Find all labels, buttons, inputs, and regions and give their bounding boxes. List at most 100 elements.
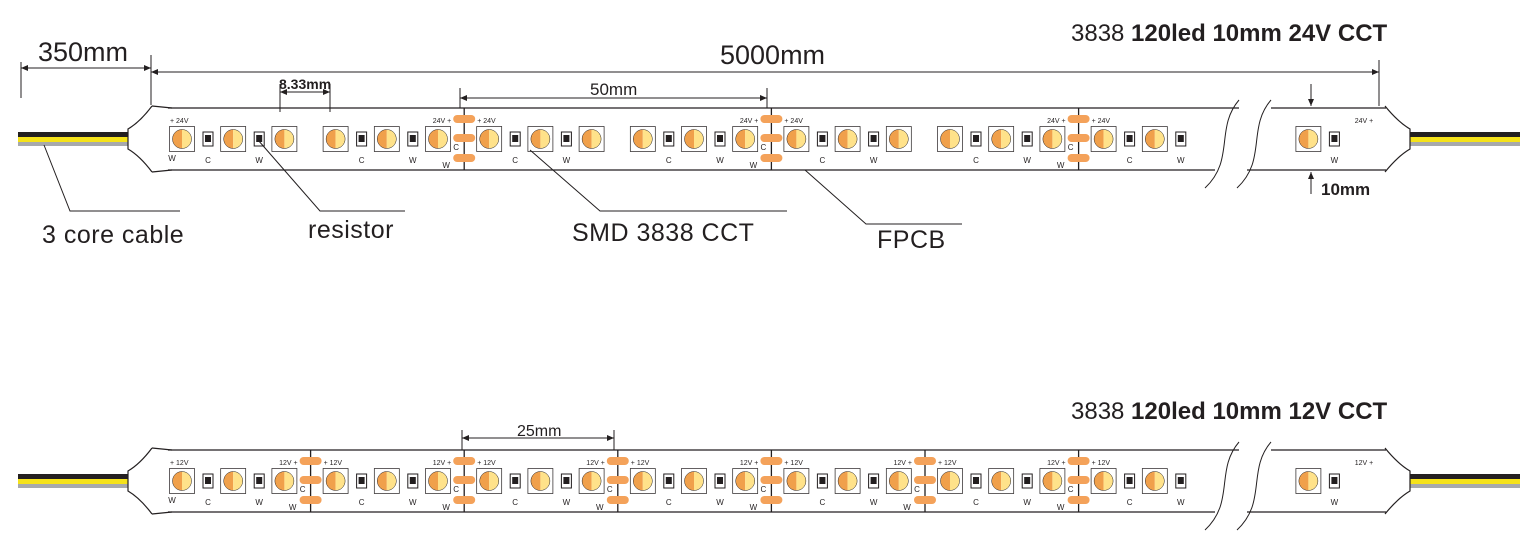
led-cool-half [182,471,192,491]
pad-voltage-right: + 12V [1092,460,1111,467]
cable-leader [43,144,180,212]
led-cool-half [642,129,653,149]
pad-c-label: C [300,485,306,494]
led-leader [529,149,787,212]
led-cool-half [1154,129,1165,149]
led-cool-half [438,129,448,149]
resistor-element [1126,477,1133,484]
led-warm-half [633,471,643,491]
led-cool-half [950,129,960,149]
segment-dim-12v-arrow-end [607,435,614,441]
segment-dim-12v-arrow-start [462,435,469,441]
led-warm-half [479,471,490,491]
resistor-pad-label: C [512,498,518,507]
pad-c-label: C [1068,143,1074,152]
resistor-element [870,135,877,142]
resistor-element [973,477,979,484]
led-cool-half [233,471,243,491]
segment-dim-arrow-end [760,95,767,101]
resistor-pad-label: C [512,156,518,165]
solder-pad [760,476,783,484]
led-warm-half [1145,129,1155,149]
led-warm-half [786,129,797,149]
led-callout: SMD 3838 CCT [572,219,755,247]
pad-voltage-right: + 12V [477,460,496,467]
led-outline [940,471,960,491]
led-outline [1145,129,1165,149]
wire-black [1410,132,1520,137]
resistor-element [256,477,263,484]
resistor-element [409,135,416,142]
left-connector [127,105,153,173]
resistor-element [1024,477,1031,484]
solder-pad [760,457,783,465]
led-cool-half [489,129,499,149]
resistor-element [205,477,211,484]
pitch-label: 8.33mm [279,76,332,92]
pad-voltage-right: + 12V [631,460,650,467]
led-warm-half [1145,471,1155,491]
pad-voltage-left: 12V + [279,460,298,467]
resistor-element [819,477,826,484]
led-outline [684,471,704,491]
pad-voltage-right: + 24V [477,118,496,125]
solder-pad [760,115,783,123]
led-cool-half [1103,471,1114,491]
resistor-pad-label: W [716,156,724,165]
led-warm-half [274,471,285,491]
resistor-element [1024,135,1031,142]
led-cool-half [1308,129,1318,149]
resistor-pad-label: W [1331,156,1339,165]
led-outline [1042,471,1063,491]
pad-c-label: C [453,485,459,494]
led-warm-half [223,129,234,149]
led-outline [1298,471,1319,491]
wire-yellow [18,479,130,484]
resistor-element [665,477,672,484]
segment-length-label: 50mm [590,80,638,99]
solder-pad [1067,476,1090,484]
pad-c-label: C [914,485,920,494]
resistor-element [1177,135,1184,142]
led-outline [633,129,653,149]
resistor-pad-label: W [409,156,417,165]
pad-w-label: W [1057,503,1065,512]
led-cool-half [1001,471,1011,491]
resistor-pad-label: C [666,498,672,507]
break-line-2 [1236,441,1272,531]
pcb-edge-right [1247,449,1386,513]
led-outline [786,129,807,149]
led-cool-half [694,129,704,149]
led-warm-half [428,471,438,491]
resistor-element [256,135,263,142]
solder-pad [1067,496,1090,504]
led-outline [581,471,602,491]
led-outline [1042,129,1063,149]
solder-pad [606,457,629,465]
pad-voltage-left: 24V + [740,118,759,125]
start-voltage-label: + 12V [170,460,189,467]
led-warm-half [326,471,336,491]
led-warm-half [223,471,234,491]
led-cool-half [745,471,755,491]
start-w-label: W [168,154,176,163]
solder-pad [299,496,322,504]
solder-pad [453,476,476,484]
led-warm-half [1298,471,1309,491]
solder-pad [1067,115,1090,123]
led-warm-half [889,129,899,149]
pad-w-label: W [750,161,758,170]
resistor-pad-label: C [973,498,979,507]
resistor-pad-label: W [870,156,878,165]
led-outline [1093,129,1114,149]
resistor-leader [257,139,405,212]
resistor-pad-label: W [1331,498,1339,507]
resistor-callout: resistor [308,216,394,244]
led-warm-half [479,129,490,149]
pad-voltage-right: + 24V [1092,118,1111,125]
led-warm-half [889,471,899,491]
resistor-pad-label: W [1177,156,1185,165]
led-cool-half [898,471,909,491]
led-cool-half [233,129,243,149]
led-cool-half [284,471,294,491]
